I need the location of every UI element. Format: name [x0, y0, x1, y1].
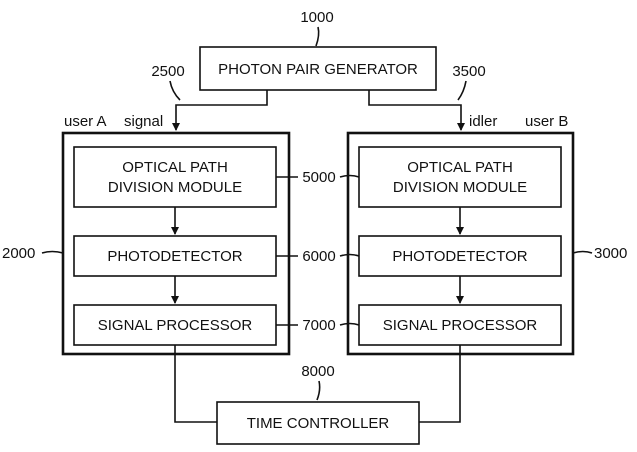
- ref-1000: 1000: [300, 9, 333, 26]
- label-idler: idler: [469, 113, 497, 130]
- ref-6000: 6000: [302, 248, 335, 265]
- user-a-optical-path-division-box: [73, 146, 277, 208]
- user-a-photodetector-label: PHOTODETECTOR: [107, 248, 242, 265]
- user-b-photodetector-label: PHOTODETECTOR: [392, 248, 527, 265]
- leader-3000: [572, 250, 593, 254]
- ref-3500: 3500: [452, 63, 485, 80]
- leader-8000: [316, 380, 321, 401]
- user-b-signal-processor-box: [358, 304, 562, 346]
- leader-3500: [457, 80, 467, 101]
- ref-5000: 5000: [302, 169, 335, 186]
- label-user-b: user B: [525, 113, 568, 130]
- leader-6000-right: [339, 253, 360, 257]
- ref-2500: 2500: [151, 63, 184, 80]
- user-b-signal-processor-label: SIGNAL PROCESSOR: [383, 317, 538, 334]
- time-controller-label: TIME CONTROLLER: [247, 415, 390, 432]
- user-a-division-label-line1: OPTICAL PATH: [122, 159, 228, 176]
- user-a-signal-processor-label: SIGNAL PROCESSOR: [98, 317, 253, 334]
- line-processor-a-to-time-controller: [174, 345, 217, 423]
- line-processor-b-to-time-controller: [419, 345, 461, 423]
- photon-pair-generator-label: PHOTON PAIR GENERATOR: [218, 61, 418, 78]
- signal-path-line: [172, 90, 268, 131]
- label-user-a: user A: [64, 113, 107, 130]
- ref-8000: 8000: [301, 363, 334, 380]
- ref-2000: 2000: [2, 245, 35, 262]
- user-b-optical-path-division-box: [358, 146, 562, 208]
- ref-3000: 3000: [594, 245, 627, 262]
- leader-2500: [169, 80, 181, 101]
- leader-5000-right: [339, 174, 360, 178]
- user-a-signal-processor-box: [73, 304, 277, 346]
- user-b-division-label-line1: OPTICAL PATH: [407, 159, 513, 176]
- photon-pair-generator-box: [199, 46, 437, 91]
- idler-path-line: [368, 90, 465, 131]
- user-b-division-label-line2: DIVISION MODULE: [393, 179, 527, 196]
- time-controller-box: [216, 401, 420, 445]
- leader-7000-right: [339, 322, 360, 326]
- user-a-division-label-line2: DIVISION MODULE: [108, 179, 242, 196]
- leader-2000: [41, 250, 64, 254]
- ref-7000: 7000: [302, 317, 335, 334]
- leader-1000: [315, 26, 320, 47]
- label-signal: signal: [124, 113, 163, 130]
